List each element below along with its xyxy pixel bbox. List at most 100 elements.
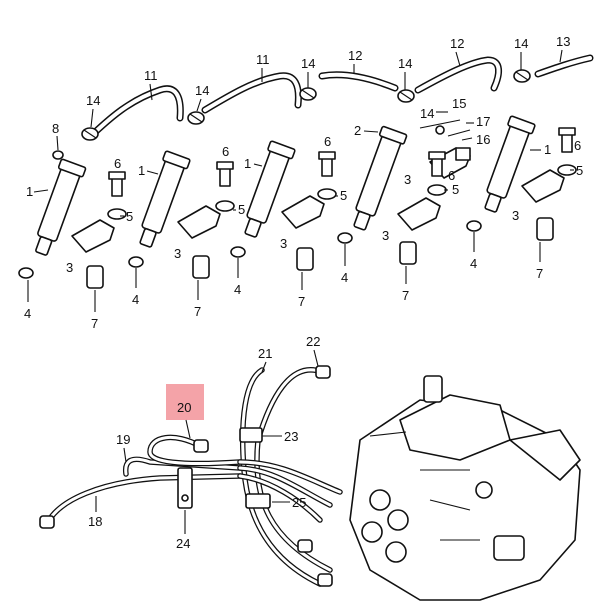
callout-1: 1 — [26, 184, 33, 199]
bolt-6d[interactable] — [428, 151, 446, 177]
bolt-6b[interactable] — [216, 161, 234, 187]
callout-3: 3 — [404, 172, 411, 187]
pipe-nut-bottom-b[interactable] — [317, 573, 333, 587]
callout-20: 20 — [177, 400, 191, 415]
callout-4: 4 — [234, 282, 241, 297]
callout-14: 14 — [514, 36, 528, 51]
callout-14: 14 — [420, 106, 434, 121]
callout-5: 5 — [452, 182, 459, 197]
leak-off-hose-13[interactable] — [534, 54, 594, 78]
callout-4: 4 — [341, 270, 348, 285]
injector-1b[interactable] — [133, 150, 191, 250]
callout-1: 1 — [544, 142, 551, 157]
pipe-nut-20[interactable] — [193, 439, 209, 453]
injection-pump[interactable] — [349, 375, 581, 601]
callout-6: 6 — [324, 134, 331, 149]
leader-lines-bottom — [95, 349, 319, 534]
callout-19: 19 — [116, 432, 130, 447]
seal-4d[interactable] — [337, 232, 353, 244]
callout-5: 5 — [238, 202, 245, 217]
callout-6: 6 — [574, 138, 581, 153]
pipe-nut-bottom-a[interactable] — [297, 539, 313, 553]
callout-21: 21 — [258, 346, 272, 361]
clamp-block-3d[interactable] — [397, 197, 441, 231]
bolt-6e[interactable] — [558, 127, 576, 153]
hose-clamp-14a[interactable] — [81, 127, 99, 141]
pipe-nut-18[interactable] — [39, 515, 55, 529]
leak-off-hose-12b[interactable] — [414, 56, 502, 94]
callout-17: 17 — [476, 114, 490, 129]
callout-12: 12 — [450, 36, 464, 51]
sleeve-7d[interactable] — [399, 241, 417, 265]
sleeve-7e[interactable] — [536, 217, 554, 241]
injection-pipe-19[interactable] — [122, 456, 243, 477]
seal-4c[interactable] — [230, 246, 246, 258]
hose-clamp-14c[interactable] — [299, 87, 317, 101]
callout-3: 3 — [174, 246, 181, 261]
injector-1c[interactable] — [238, 140, 296, 240]
sleeve-7c[interactable] — [296, 247, 314, 271]
washer-5d[interactable] — [427, 184, 447, 196]
callout-8: 8 — [52, 121, 59, 136]
injector-1a[interactable] — [29, 158, 87, 258]
bolt-6c[interactable] — [318, 151, 336, 177]
sleeve-7a[interactable] — [86, 265, 104, 289]
pipe-clamp-24[interactable] — [177, 467, 193, 509]
injection-pipe-18[interactable] — [45, 473, 243, 525]
callout-4: 4 — [470, 256, 477, 271]
sleeve-7b[interactable] — [192, 255, 210, 279]
seal-4b[interactable] — [128, 256, 144, 268]
leak-off-hose-11b[interactable] — [201, 72, 302, 114]
callout-4: 4 — [132, 292, 139, 307]
clamp-block-3a[interactable] — [71, 219, 115, 253]
cap-8[interactable] — [52, 150, 64, 160]
injection-pipe-22[interactable] — [254, 367, 333, 573]
callout-11: 11 — [256, 52, 270, 67]
callout-3: 3 — [382, 228, 389, 243]
pipe-nut-22[interactable] — [315, 365, 331, 379]
callout-6: 6 — [448, 168, 455, 183]
washer-5c[interactable] — [317, 188, 337, 200]
leak-off-hose-11a[interactable] — [88, 85, 184, 139]
clamp-block-3f[interactable] — [521, 169, 565, 203]
washer-5b[interactable] — [215, 200, 235, 212]
callout-7: 7 — [402, 288, 409, 303]
callout-7: 7 — [194, 304, 201, 319]
callout-14: 14 — [301, 56, 315, 71]
pipe-clamp-23[interactable] — [239, 427, 263, 443]
callout-11: 11 — [144, 68, 158, 83]
fitting-17[interactable] — [447, 129, 471, 137]
callout-5: 5 — [576, 163, 583, 178]
clamp-block-3b[interactable] — [177, 205, 221, 239]
hose-clamp-14b[interactable] — [187, 111, 205, 125]
callout-23: 23 — [284, 429, 298, 444]
pipe-bundle[interactable] — [237, 459, 343, 523]
seal-4a[interactable] — [18, 267, 34, 279]
callout-22: 22 — [306, 334, 320, 349]
bolt-6a[interactable] — [108, 171, 126, 197]
callout-7: 7 — [536, 266, 543, 281]
callout-15: 15 — [452, 96, 466, 111]
injector-assembly-group — [18, 49, 594, 312]
leak-off-hose-12a[interactable] — [318, 71, 399, 92]
seal-4e[interactable] — [466, 220, 482, 232]
injection-pipe-20[interactable] — [147, 434, 243, 467]
pipe-clamp-25[interactable] — [245, 493, 271, 509]
clamp-block-3c[interactable] — [281, 195, 325, 229]
callout-6: 6 — [114, 156, 121, 171]
hose-clamp-14d[interactable] — [397, 89, 415, 103]
callout-3: 3 — [512, 208, 519, 223]
washer-5e[interactable] — [557, 164, 577, 176]
callout-3: 3 — [280, 236, 287, 251]
callout-24: 24 — [176, 536, 190, 551]
banjo-15[interactable] — [419, 119, 461, 135]
injector-1d[interactable] — [478, 115, 536, 215]
washer-5a[interactable] — [107, 208, 127, 220]
callout-18: 18 — [88, 514, 102, 529]
hose-clamp-14e[interactable] — [513, 69, 531, 83]
injector-2[interactable] — [347, 125, 408, 233]
callout-1: 1 — [138, 163, 145, 178]
bolt-16[interactable] — [455, 147, 471, 161]
callout-6: 6 — [222, 144, 229, 159]
